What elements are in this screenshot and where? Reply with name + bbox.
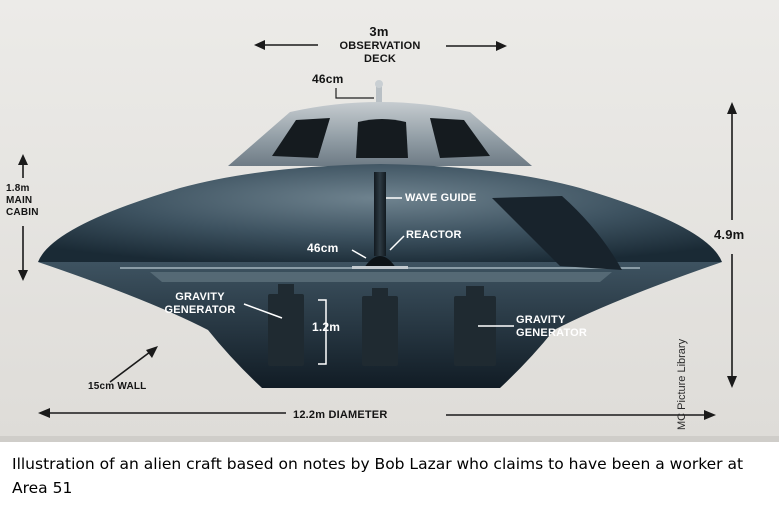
gravity-generator-right-cap bbox=[466, 286, 484, 298]
picture-credit: MC Picture Library bbox=[676, 338, 688, 430]
antenna-tip bbox=[375, 80, 383, 88]
wave-guide-label: WAVE GUIDE bbox=[405, 192, 477, 204]
reactor-size-label: 46cm bbox=[307, 241, 339, 255]
craft-illustration bbox=[0, 0, 779, 442]
dome-window-center bbox=[356, 119, 408, 158]
deck-width-arrows bbox=[254, 40, 507, 51]
dome-window-right bbox=[430, 118, 490, 158]
deck-band bbox=[150, 272, 612, 282]
main-cabin-arrows bbox=[18, 154, 28, 281]
wall-label: 15cm WALL bbox=[88, 381, 147, 392]
generator-height-label: 1.2m bbox=[312, 320, 341, 334]
antenna bbox=[376, 84, 382, 104]
leader-reactor bbox=[389, 235, 405, 251]
gravity-generator-left-label: GRAVITY GENERATOR bbox=[164, 291, 236, 316]
wall-arrow bbox=[109, 346, 158, 383]
generator-height-bracket bbox=[318, 299, 327, 365]
dome-window-left bbox=[272, 118, 330, 158]
gravity-generator-left bbox=[268, 294, 304, 366]
main-cabin-label: 1.8m MAIN CABIN bbox=[6, 183, 39, 218]
leader-antenna bbox=[335, 88, 374, 99]
bottom-edge bbox=[0, 436, 779, 442]
gravity-generator-left-cap bbox=[278, 284, 294, 296]
deck-width-label: 3m bbox=[369, 24, 389, 39]
reactor-dome bbox=[364, 256, 396, 268]
reactor-base bbox=[352, 266, 408, 269]
diameter-label: 12.2m DIAMETER bbox=[293, 409, 388, 421]
diameter-arrows bbox=[38, 408, 716, 420]
gravity-generator-right-label: GRAVITY GENERATOR bbox=[516, 314, 588, 339]
gravity-generator-center bbox=[362, 296, 398, 366]
wave-guide-column bbox=[374, 172, 386, 256]
height-arrows bbox=[727, 102, 737, 388]
gravity-generator-right bbox=[454, 296, 496, 366]
reactor-label: REACTOR bbox=[406, 229, 462, 241]
observation-deck-label: OBSERVATION DECK bbox=[339, 40, 421, 65]
height-label: 4.9m bbox=[714, 227, 745, 242]
leader-reactor-size bbox=[351, 249, 367, 259]
caption: Illustration of an alien craft based on … bbox=[12, 455, 744, 497]
antenna-size-label: 46cm bbox=[312, 72, 344, 86]
leader-gravity-left bbox=[243, 303, 283, 319]
waveguide-duct bbox=[492, 196, 622, 270]
gravity-generator-center-cap bbox=[372, 288, 388, 298]
